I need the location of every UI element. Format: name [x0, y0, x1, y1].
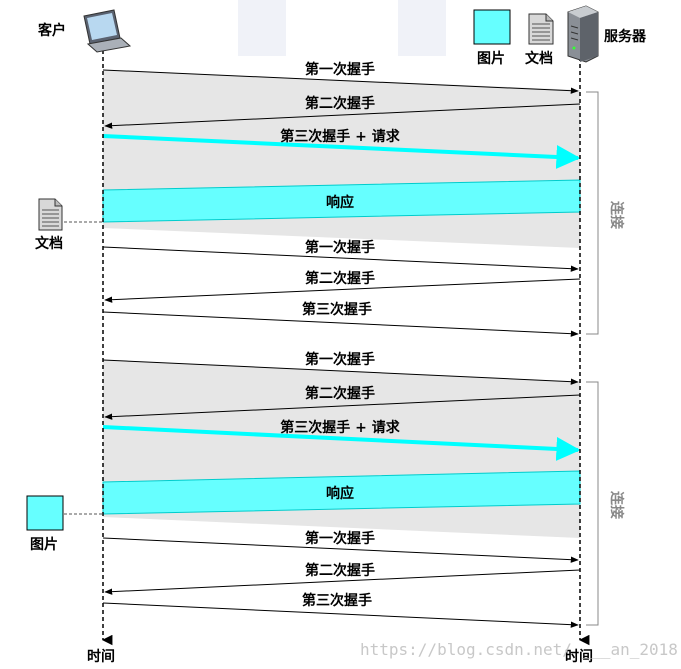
handshake1-label: 第一次握手: [305, 351, 375, 368]
server-label: 服务器: [604, 28, 647, 45]
handshake1-arrow: [102, 69, 579, 94]
response-band: [102, 470, 581, 515]
client-label: 客户: [37, 22, 66, 39]
handshake2-arrow: [104, 569, 581, 595]
handshake1-label: 第一次握手: [305, 530, 375, 547]
handshake3-arrow: [102, 602, 579, 628]
response-label: 响应: [326, 485, 354, 502]
connection-bracket-2: [586, 381, 599, 626]
handshake2-label: 第二次握手: [305, 270, 375, 287]
connection-bracket-1: [586, 91, 599, 335]
document-icon: [528, 13, 554, 45]
handshake2-arrow: [104, 278, 581, 303]
handshake1-arrow: [102, 246, 579, 272]
handshake1-label: 第一次握手: [305, 61, 375, 78]
handshake3-request-label: 第三次握手 + 请求: [280, 128, 400, 145]
handshake2-label: 第二次握手: [305, 385, 375, 402]
handshake3-label: 第三次握手: [302, 592, 372, 609]
laptop-icon: [83, 9, 132, 53]
image-resource-icon: [473, 9, 511, 45]
server-icon: [567, 5, 599, 63]
document-received-label: 文档: [35, 235, 63, 252]
handshake3-request-arrow: [102, 425, 581, 461]
image-resource-label: 图片: [477, 50, 505, 67]
handshake1-arrow: [102, 359, 579, 385]
handshake3-request-label: 第三次握手 + 请求: [280, 419, 400, 436]
image-received-icon: [26, 495, 64, 531]
handshake2-arrow: [104, 394, 581, 420]
handshake1-arrow: [102, 537, 579, 563]
connection-label-1: 连接: [608, 201, 625, 229]
handshake2-label: 第二次握手: [305, 95, 375, 112]
connection-1: 第一次握手 第二次握手 第三次握手 + 请求 响应 第一次握手 第二次握手 第三…: [102, 61, 581, 337]
document-icon: [38, 198, 63, 231]
connection-2: 第一次握手 第二次握手 第三次握手 + 请求 响应 第一次握手 第二次握手 第三…: [102, 351, 581, 628]
background-band-right: [398, 0, 446, 56]
server-time-label: 时间: [565, 648, 593, 665]
image-received-label: 图片: [30, 536, 58, 553]
response-label: 响应: [326, 194, 354, 211]
background-band-left: [238, 0, 286, 56]
handshake3-arrow: [102, 311, 579, 337]
handshake2-arrow: [104, 103, 581, 129]
client-time-label: 时间: [87, 648, 115, 665]
connection-label-2: 连接: [608, 491, 625, 519]
handshake3-request-arrow: [102, 134, 581, 169]
document-resource-label: 文档: [525, 50, 553, 67]
handshake3-label: 第三次握手: [302, 301, 372, 318]
handshake2-label: 第二次握手: [305, 562, 375, 579]
watermark: https://blog.csdn.net/ ___an_2018: [360, 640, 678, 659]
handshake1-label: 第一次握手: [305, 239, 375, 256]
